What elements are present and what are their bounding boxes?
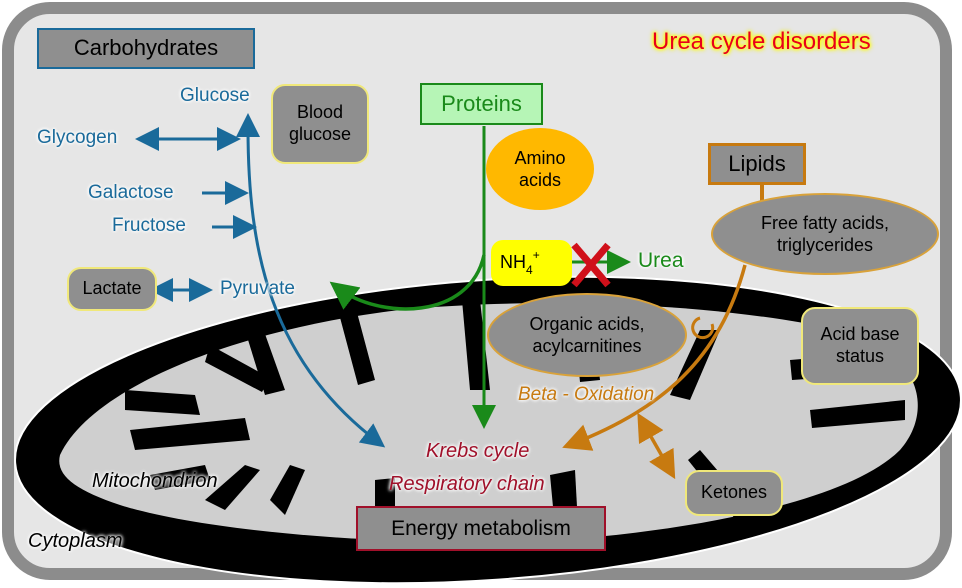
acid-base-line1: Acid base: [820, 324, 900, 345]
carbohydrates-box: Carbohydrates: [37, 28, 255, 69]
organic-acids-line2: acylcarnitines: [532, 336, 642, 356]
glucose-label: Glucose: [180, 85, 250, 106]
blood-glucose-box: Blood glucose: [271, 84, 369, 164]
acid-base-line2: status: [835, 346, 885, 366]
lactate-box: Lactate: [67, 267, 157, 311]
krebs-cycle-label: Krebs cycle: [426, 440, 530, 462]
beta-oxidation-arrow: [562, 264, 747, 451]
blood-glucose-line2: glucose: [288, 124, 352, 144]
amino-acids-line1: Amino: [514, 147, 566, 168]
proteins-box: Proteins: [420, 83, 543, 125]
glycogen-label: Glycogen: [37, 127, 118, 148]
organic-acids-line1: Organic acids,: [529, 313, 645, 334]
free-fatty-acids-ellipse: Free fatty acids, triglycerides: [711, 193, 939, 275]
urea-label: Urea: [638, 249, 684, 272]
ketones-box: Ketones: [685, 470, 783, 516]
respiratory-chain-label: Respiratory chain: [389, 473, 545, 495]
energy-metabolism-box: Energy metabolism: [356, 506, 606, 551]
mitochondrion-label: Mitochondrion: [92, 470, 218, 492]
fructose-label: Fructose: [112, 215, 186, 236]
ammonium-superscript: +: [532, 247, 540, 262]
diagram-title: Urea cycle disorders: [652, 28, 871, 55]
beta-oxidation-label: Beta - Oxidation: [518, 384, 655, 405]
organic-acids-ellipse: Organic acids, acylcarnitines: [487, 293, 687, 377]
ffa-line2: triglycerides: [776, 235, 874, 255]
lipids-box: Lipids: [708, 143, 806, 185]
galactose-label: Galactose: [88, 182, 174, 203]
cytoplasm-label: Cytoplasm: [28, 530, 123, 552]
carnitine-cycle-icon: [691, 316, 715, 340]
ketones-arrow: [637, 412, 676, 480]
blood-glucose-line1: Blood: [296, 102, 344, 123]
amino-pyruvate-arrow: [329, 254, 486, 311]
glucose-krebs-arrow: [236, 113, 386, 448]
acid-base-box: Acid base status: [801, 307, 919, 385]
ffa-line1: Free fatty acids,: [760, 212, 890, 233]
amino-acids-line2: acids: [518, 170, 562, 190]
amino-acids-ellipse: Amino acids: [486, 128, 594, 210]
pyruvate-label: Pyruvate: [220, 278, 295, 299]
ammonium-label: NH: [500, 252, 526, 273]
block-x-icon: [571, 242, 611, 288]
ammonium-subscript: 4: [526, 262, 533, 277]
